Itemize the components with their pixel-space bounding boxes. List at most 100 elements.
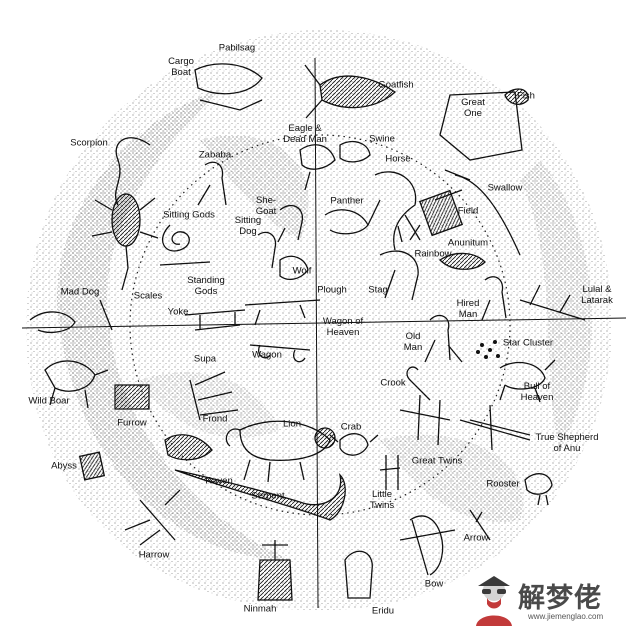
label-bow: Bow <box>424 578 444 590</box>
wagon-figure <box>249 344 311 363</box>
label-wagon-of-heaven: Wagon of Heaven <box>322 316 364 338</box>
swallow-figure <box>434 169 521 256</box>
serpent-figure <box>174 469 346 521</box>
great-one-figure <box>439 91 523 161</box>
wild-boar-figure <box>44 360 109 409</box>
label-scales: Scales <box>133 290 163 302</box>
frond-figure <box>189 371 239 421</box>
label-harrow: Harrow <box>138 549 170 561</box>
eagle-figure <box>299 144 336 191</box>
old-man-figure <box>424 314 463 363</box>
wagon-of-heaven-figure <box>244 299 321 326</box>
mad-dog-figure <box>29 299 113 333</box>
lion-figure <box>225 420 336 483</box>
label-rainbow: Rainbow <box>414 248 452 260</box>
sitting-dog-figure <box>257 231 277 269</box>
watermark-chinese-text: 解梦佬 <box>518 583 602 614</box>
label-field: Field <box>457 205 479 217</box>
rooster-figure <box>524 473 553 506</box>
she-goat-figure <box>277 205 304 243</box>
bull-of-heaven-figure <box>499 359 556 403</box>
scorpion-figure <box>91 137 159 291</box>
label-raven: Raven <box>205 475 233 487</box>
true-shepherd-figure <box>469 404 531 451</box>
label-plough: Plough <box>317 284 347 296</box>
label-crook: Crook <box>380 377 406 389</box>
label-supa: Supa <box>193 353 217 365</box>
label-eridu: Eridu <box>371 605 395 617</box>
label-cargo-boat: Cargo Boat <box>168 56 194 78</box>
label-great-one: Great One <box>461 97 485 119</box>
wolf-figure <box>279 255 309 281</box>
bow-figure <box>399 515 456 576</box>
label-zababa: Zababa <box>198 149 232 161</box>
label-crab: Crab <box>340 421 362 433</box>
label-old-man: Old Man <box>403 331 423 353</box>
label-sitting-dog: Sitting Dog <box>234 215 262 237</box>
ninmah-figure <box>257 540 293 601</box>
label-star-cluster: Star Cluster <box>502 337 554 349</box>
label-arrow: Arrow <box>463 532 489 544</box>
great-twins-figure <box>399 394 531 446</box>
raven-figure <box>164 434 213 461</box>
axis-cross <box>21 57 627 609</box>
label-rooster: Rooster <box>486 478 520 490</box>
label-swallow: Swallow <box>487 182 523 194</box>
label-stag: Stag <box>368 284 388 296</box>
furrow-figure <box>114 384 150 410</box>
label-goatfish: Goatfish <box>378 79 414 91</box>
label-little-twins: Little Twins <box>369 489 395 511</box>
label-horse: Horse <box>385 153 411 165</box>
arrow-figure <box>469 509 491 541</box>
watermark-url: www.jiemenglao.com <box>528 612 604 621</box>
label-anunitum: Anunitum <box>447 237 489 249</box>
label-lulal-latarak: Lulal & Latarak <box>581 284 613 306</box>
label-wagon: Wagon <box>252 349 282 361</box>
yoke-figure <box>184 309 246 331</box>
harrow-figure <box>124 489 181 546</box>
label-fish: Fish <box>517 90 535 102</box>
label-yoke: Yoke <box>167 306 189 318</box>
label-sitting-gods: Sitting Gods <box>163 209 215 221</box>
label-abyss: Abyss <box>51 460 77 472</box>
label-standing-gods: Standing Gods <box>187 275 225 297</box>
little-twins-figure <box>379 455 401 490</box>
rainbow-figure <box>438 252 486 270</box>
label-wolf: Wolf <box>292 265 312 277</box>
label-pabilsag: Pabilsag <box>218 42 256 54</box>
watermark: 解梦佬 www.jiemenglao.com <box>472 572 636 630</box>
label-true-shepherd: True Shepherd of Anu <box>535 432 599 454</box>
label-swine: Swine <box>369 133 395 145</box>
label-bull-of-heaven: Bull of Heaven <box>520 381 554 403</box>
zababa-figure <box>197 161 227 206</box>
swine-figure <box>339 141 371 163</box>
label-furrow: Furrow <box>117 417 147 429</box>
label-panther: Panther <box>330 195 364 207</box>
label-mad-dog: Mad Dog <box>60 286 100 298</box>
label-great-twins: Great Twins <box>411 455 463 467</box>
lulal-figure <box>519 284 586 321</box>
label-frond: Frond <box>202 413 228 425</box>
sitting-gods-figure <box>159 224 211 266</box>
label-scorpion: Scorpion <box>70 137 108 149</box>
pabilsag-figure <box>194 63 263 111</box>
horse-figure <box>367 171 421 251</box>
field-figure <box>418 189 464 237</box>
crook-figure <box>406 366 431 401</box>
abyss-figure <box>78 451 106 481</box>
fortune-teller-logo-icon <box>476 576 512 626</box>
hired-man-figure <box>481 276 507 321</box>
goatfish-figure <box>304 64 397 119</box>
star-cluster-figure <box>476 340 500 359</box>
label-she-goat: She- Goat <box>255 195 277 217</box>
stag-figure <box>379 224 421 301</box>
fish-figure <box>504 88 529 105</box>
label-serpent: Serpent <box>251 490 285 502</box>
eridu-figure <box>344 550 373 599</box>
label-ninmah: Ninmah <box>243 603 277 615</box>
label-lion: Lion <box>283 418 301 430</box>
panther-figure <box>324 209 369 235</box>
label-hired-man: Hired Man <box>456 298 480 320</box>
constellation-figures <box>29 63 586 601</box>
